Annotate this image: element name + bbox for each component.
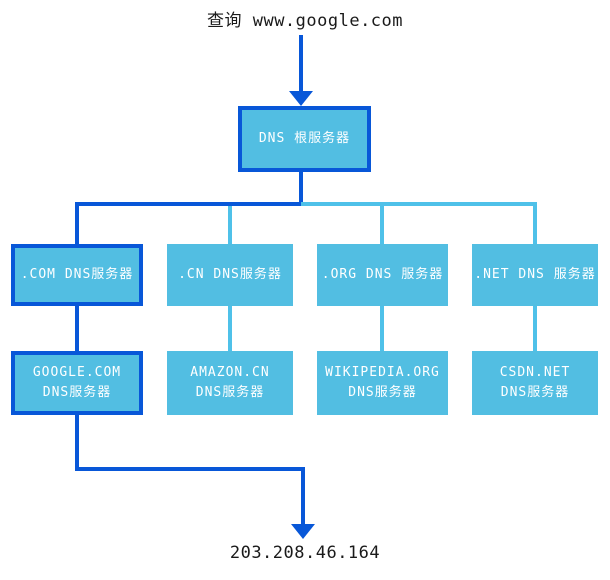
- connector-to-org: [380, 206, 384, 244]
- query-arrow-line: [299, 35, 303, 92]
- root-server-label: DNS 根服务器: [258, 131, 351, 146]
- tld-server-node-org: .ORG DNS 服务器: [317, 244, 448, 306]
- tld-server-label: .CN DNS服务器: [178, 267, 282, 282]
- connector-net-to-csdn: [533, 306, 537, 352]
- auth-server-label-line1: CSDN.NET: [499, 365, 571, 380]
- connector-branch-left: [75, 202, 303, 206]
- auth-server-node-csdn: CSDN.NET DNS服务器: [472, 351, 598, 415]
- connector-to-com: [75, 202, 79, 244]
- result-ip-label: 203.208.46.164: [229, 543, 381, 563]
- connector-to-net: [533, 202, 537, 244]
- connector-cn-to-amazon: [228, 306, 232, 352]
- connector-branch-right: [301, 202, 537, 206]
- tld-server-label: .ORG DNS 服务器: [321, 267, 444, 282]
- query-label: 查询 www.google.com: [206, 11, 404, 31]
- auth-server-label-line1: AMAZON.CN: [190, 365, 270, 380]
- auth-server-label-line1: GOOGLE.COM: [32, 365, 122, 380]
- connector-result-vertical1: [75, 415, 79, 471]
- auth-server-label-line2: DNS服务器: [42, 385, 112, 400]
- tld-server-label: .COM DNS服务器: [20, 267, 134, 282]
- root-server-node: DNS 根服务器: [238, 106, 371, 172]
- connector-root-drop: [299, 172, 303, 204]
- connector-result-horizontal: [75, 467, 305, 471]
- auth-server-label-line2: DNS服务器: [195, 385, 265, 400]
- auth-server-label-line2: DNS服务器: [500, 385, 570, 400]
- connector-result-vertical2: [301, 467, 305, 525]
- tld-server-label: .NET DNS 服务器: [474, 267, 596, 282]
- tld-server-node-net: .NET DNS 服务器: [472, 244, 598, 306]
- down-arrow-icon: [291, 524, 315, 539]
- connector-to-cn: [228, 206, 232, 244]
- auth-server-label-line1: WIKIPEDIA.ORG: [325, 365, 440, 380]
- connector-org-to-wikipedia: [380, 306, 384, 352]
- auth-server-node-google: GOOGLE.COM DNS服务器: [11, 351, 143, 415]
- tld-server-node-cn: .CN DNS服务器: [167, 244, 293, 306]
- auth-server-node-amazon: AMAZON.CN DNS服务器: [167, 351, 293, 415]
- auth-server-label-line2: DNS服务器: [348, 385, 417, 400]
- auth-server-node-wikipedia: WIKIPEDIA.ORG DNS服务器: [317, 351, 448, 415]
- down-arrow-icon: [289, 91, 313, 106]
- connector-com-to-google: [75, 306, 79, 352]
- tld-server-node-com: .COM DNS服务器: [11, 244, 143, 306]
